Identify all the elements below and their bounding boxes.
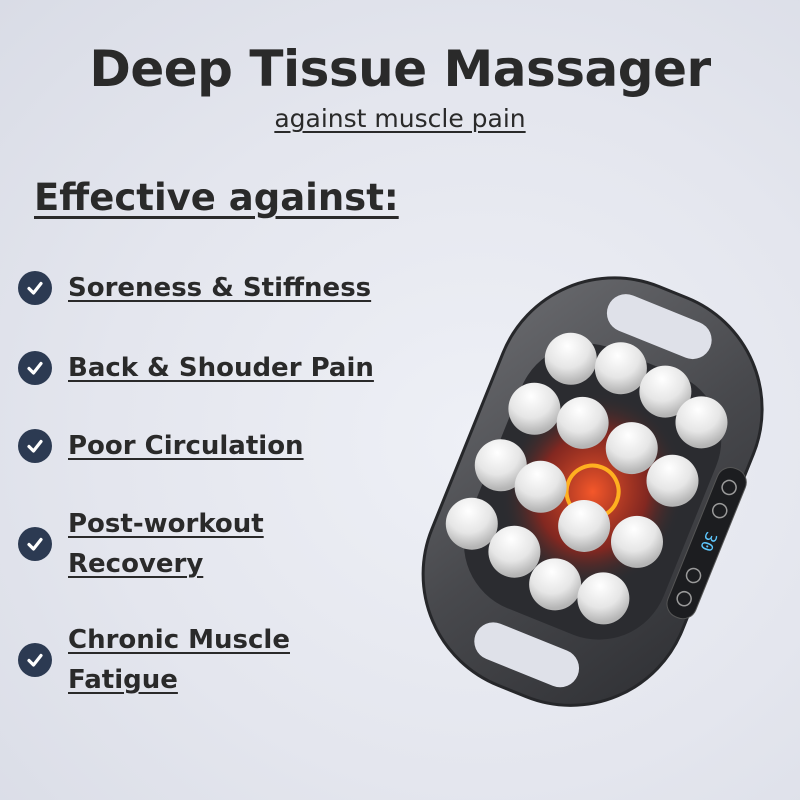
benefit-label: Soreness & Stiffness (68, 273, 372, 303)
benefit-label: Chronic Muscle Fatigue (68, 625, 290, 695)
check-circle-icon (18, 643, 52, 677)
page-title: Deep Tissue Massager (89, 40, 711, 98)
benefit-label: Post-workout Recovery (68, 509, 264, 579)
benefit-item: Post-workout Recovery (18, 504, 264, 584)
benefit-item: Soreness & Stiffness (18, 268, 371, 308)
benefit-label: Back & Shouder Pain (68, 353, 374, 383)
section-heading: Effective against: (34, 176, 399, 219)
benefit-item: Back & Shouder Pain (18, 348, 374, 388)
check-circle-icon (18, 527, 52, 561)
check-circle-icon (18, 429, 52, 463)
benefit-label: Poor Circulation (68, 431, 304, 461)
massager-product-image: 30 (421, 276, 764, 707)
benefit-item: Chronic Muscle Fatigue (18, 620, 290, 700)
check-circle-icon (18, 271, 52, 305)
benefit-item: Poor Circulation (18, 426, 304, 466)
check-circle-icon (18, 351, 52, 385)
page-subtitle: against muscle pain (274, 104, 526, 133)
